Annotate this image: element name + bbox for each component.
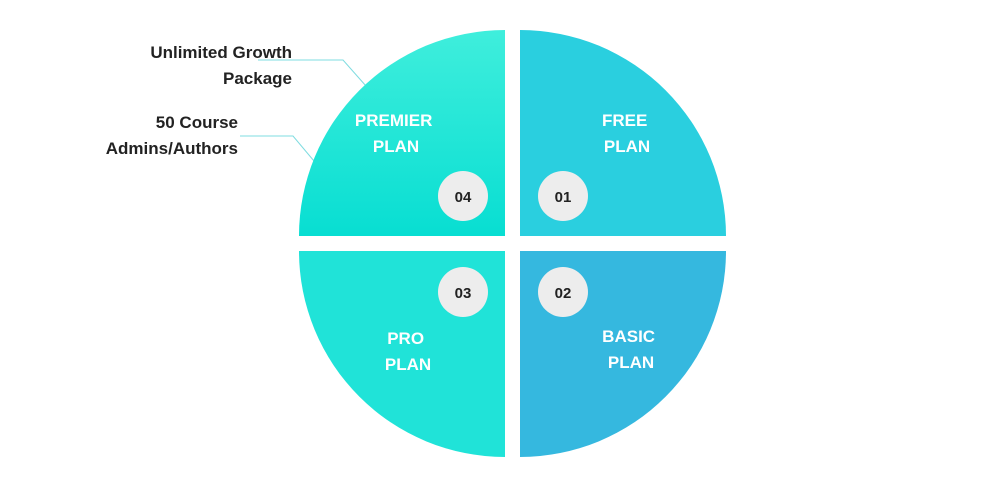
- annotation-2-line-2: Admins/Authors: [105, 139, 238, 158]
- badge-02-circle: [538, 267, 588, 317]
- annotation-connector-1: [258, 59, 367, 87]
- badge-02-number: 02: [555, 285, 572, 302]
- annotation-1-line-2: Package: [223, 69, 292, 88]
- annotation-course-admins: 50 Course Admins/Authors: [40, 110, 238, 162]
- badge-03-circle: [438, 267, 488, 317]
- annotation-2-line-1: 50 Course: [155, 113, 238, 132]
- badge-03-number: 03: [455, 285, 472, 302]
- plan-title-free: FREE PLAN: [602, 111, 652, 156]
- badge-01-circle: [538, 171, 588, 221]
- annotation-1-line-1: Unlimited Growth: [150, 43, 292, 62]
- annotation-unlimited-growth: Unlimited Growth Package: [40, 40, 292, 92]
- badge-02: 02: [538, 267, 588, 317]
- badge-04: 04: [438, 171, 488, 221]
- badge-03: 03: [438, 267, 488, 317]
- badge-04-circle: [438, 171, 488, 221]
- plan-title-basic: BASIC PLAN: [602, 327, 660, 372]
- annotation-connector-2: [240, 135, 315, 162]
- plan-title-pro: PRO PLAN: [385, 329, 431, 374]
- badge-01-number: 01: [555, 189, 572, 206]
- badge-04-number: 04: [455, 189, 472, 206]
- badge-01: 01: [538, 171, 588, 221]
- plan-title-premier: PREMIER PLAN: [355, 111, 437, 156]
